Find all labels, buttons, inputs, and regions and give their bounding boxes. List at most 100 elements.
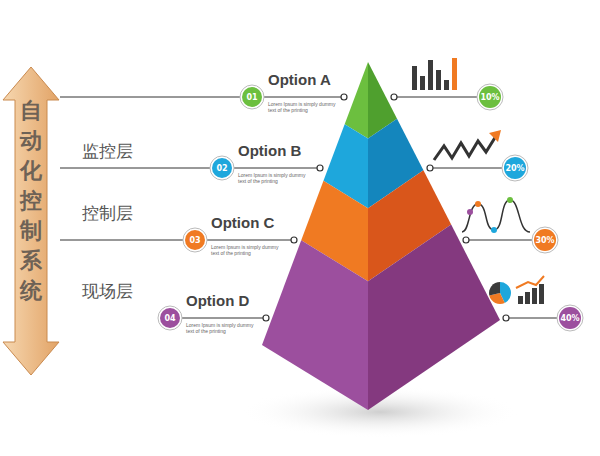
number-circle: 20% — [501, 154, 529, 182]
pyramid-band-left — [262, 240, 368, 410]
text-holder: 03 — [189, 236, 200, 245]
wave-dot — [475, 201, 481, 207]
leader-dot — [391, 94, 397, 100]
leader-line — [432, 168, 502, 169]
leader-line — [182, 318, 264, 319]
bar — [436, 70, 441, 90]
leader-line — [508, 318, 557, 319]
text-holder: 01 — [246, 93, 257, 102]
circle-ring — [183, 228, 207, 252]
leader-dot — [317, 165, 323, 171]
bar — [539, 284, 544, 304]
leader-line — [234, 168, 318, 169]
text-holder: 40% — [560, 314, 579, 323]
number-circle: 30% — [531, 226, 559, 254]
wave-dot — [467, 209, 473, 215]
circle-fill — [534, 229, 556, 251]
number-circle: 04 — [157, 305, 183, 331]
bar — [532, 288, 537, 304]
text-holder: 04 — [164, 314, 175, 323]
text-holder: 02 — [216, 164, 227, 173]
bar — [444, 80, 449, 90]
circle-ring — [240, 85, 264, 109]
circle-number: 02 — [216, 164, 227, 173]
text-holder: 自动化控制系统 — [20, 66, 42, 306]
leader-line — [60, 168, 210, 169]
bar — [428, 60, 433, 90]
option-title: Option A — [268, 72, 331, 89]
number-circle: 01 — [239, 84, 265, 110]
placeholder-text: Lorem Ipsum is simply dummy text of the … — [186, 322, 256, 335]
bar — [420, 76, 425, 90]
circle-fill — [242, 87, 262, 107]
leader-line — [207, 240, 292, 241]
circle-ring — [557, 305, 583, 331]
circle-number: 03 — [189, 236, 200, 245]
number-circle: 40% — [556, 304, 584, 332]
zigzag-arrowhead — [489, 130, 501, 142]
circle-fill — [479, 86, 501, 108]
wave-dot — [507, 197, 513, 203]
pyramid — [262, 62, 500, 410]
circle-fill — [559, 307, 581, 329]
circle-number: 04 — [164, 314, 175, 323]
option-title: Option B — [238, 143, 301, 160]
wave-icon — [462, 200, 530, 232]
circle-ring — [210, 156, 234, 180]
option-title: Option D — [186, 293, 249, 310]
circle-ring — [477, 84, 503, 110]
leader-line — [60, 97, 240, 98]
leader-dot — [341, 94, 347, 100]
text-holder: 10% — [480, 93, 499, 102]
circle-number: 01 — [246, 93, 257, 102]
number-circle: 03 — [182, 227, 208, 253]
circle-fill — [504, 157, 526, 179]
leader-line — [396, 97, 477, 98]
leader-line — [468, 240, 532, 241]
circle-ring — [158, 306, 182, 330]
circle-fill — [185, 230, 205, 250]
number-circle: 02 — [209, 155, 235, 181]
circle-number: 10% — [480, 93, 499, 102]
zigzag-icon — [434, 136, 496, 160]
layer-label: 控制层 — [82, 204, 133, 223]
leader-line — [264, 97, 342, 98]
pie-icon — [489, 282, 511, 304]
pie-slice — [489, 282, 500, 295]
bar — [525, 292, 530, 304]
leader-dot — [427, 165, 433, 171]
arrow-outline — [3, 67, 59, 375]
bar-chart-icon — [412, 58, 457, 90]
leader-dot — [503, 315, 509, 321]
placeholder-text: Lorem Ipsum is simply dummy text of the … — [211, 244, 281, 257]
text-holder: 20% — [505, 164, 524, 173]
leader-lines — [60, 97, 557, 318]
wave-dot — [491, 227, 497, 233]
leader-dot — [263, 315, 269, 321]
double-arrow: 自动化控制系统 — [2, 66, 60, 376]
circle-number: 20% — [505, 164, 524, 173]
option-title: Option C — [211, 215, 274, 232]
trend-arrow — [516, 276, 544, 288]
layer-label: 现场层 — [82, 282, 133, 301]
circle-ring — [532, 227, 558, 253]
vertical-title: 自动化控制系统 — [20, 96, 42, 306]
circle-ring — [502, 155, 528, 181]
bar — [452, 58, 457, 90]
number-circle: 10% — [476, 83, 504, 111]
placeholder-text: Lorem Ipsum is simply dummy text of the … — [268, 101, 338, 114]
placeholder-text: Lorem Ipsum is simply dummy text of the … — [238, 172, 308, 185]
circle-fill — [212, 158, 232, 178]
leader-line — [60, 240, 183, 241]
circle-number: 40% — [560, 314, 579, 323]
pyramid-band-right — [368, 225, 500, 410]
circle-number: 30% — [535, 236, 554, 245]
layer-label: 监控层 — [82, 142, 133, 161]
bar — [412, 66, 417, 90]
leader-dot — [463, 237, 469, 243]
leader-dot — [291, 237, 297, 243]
text-holder: 30% — [535, 236, 554, 245]
bar — [518, 296, 523, 304]
